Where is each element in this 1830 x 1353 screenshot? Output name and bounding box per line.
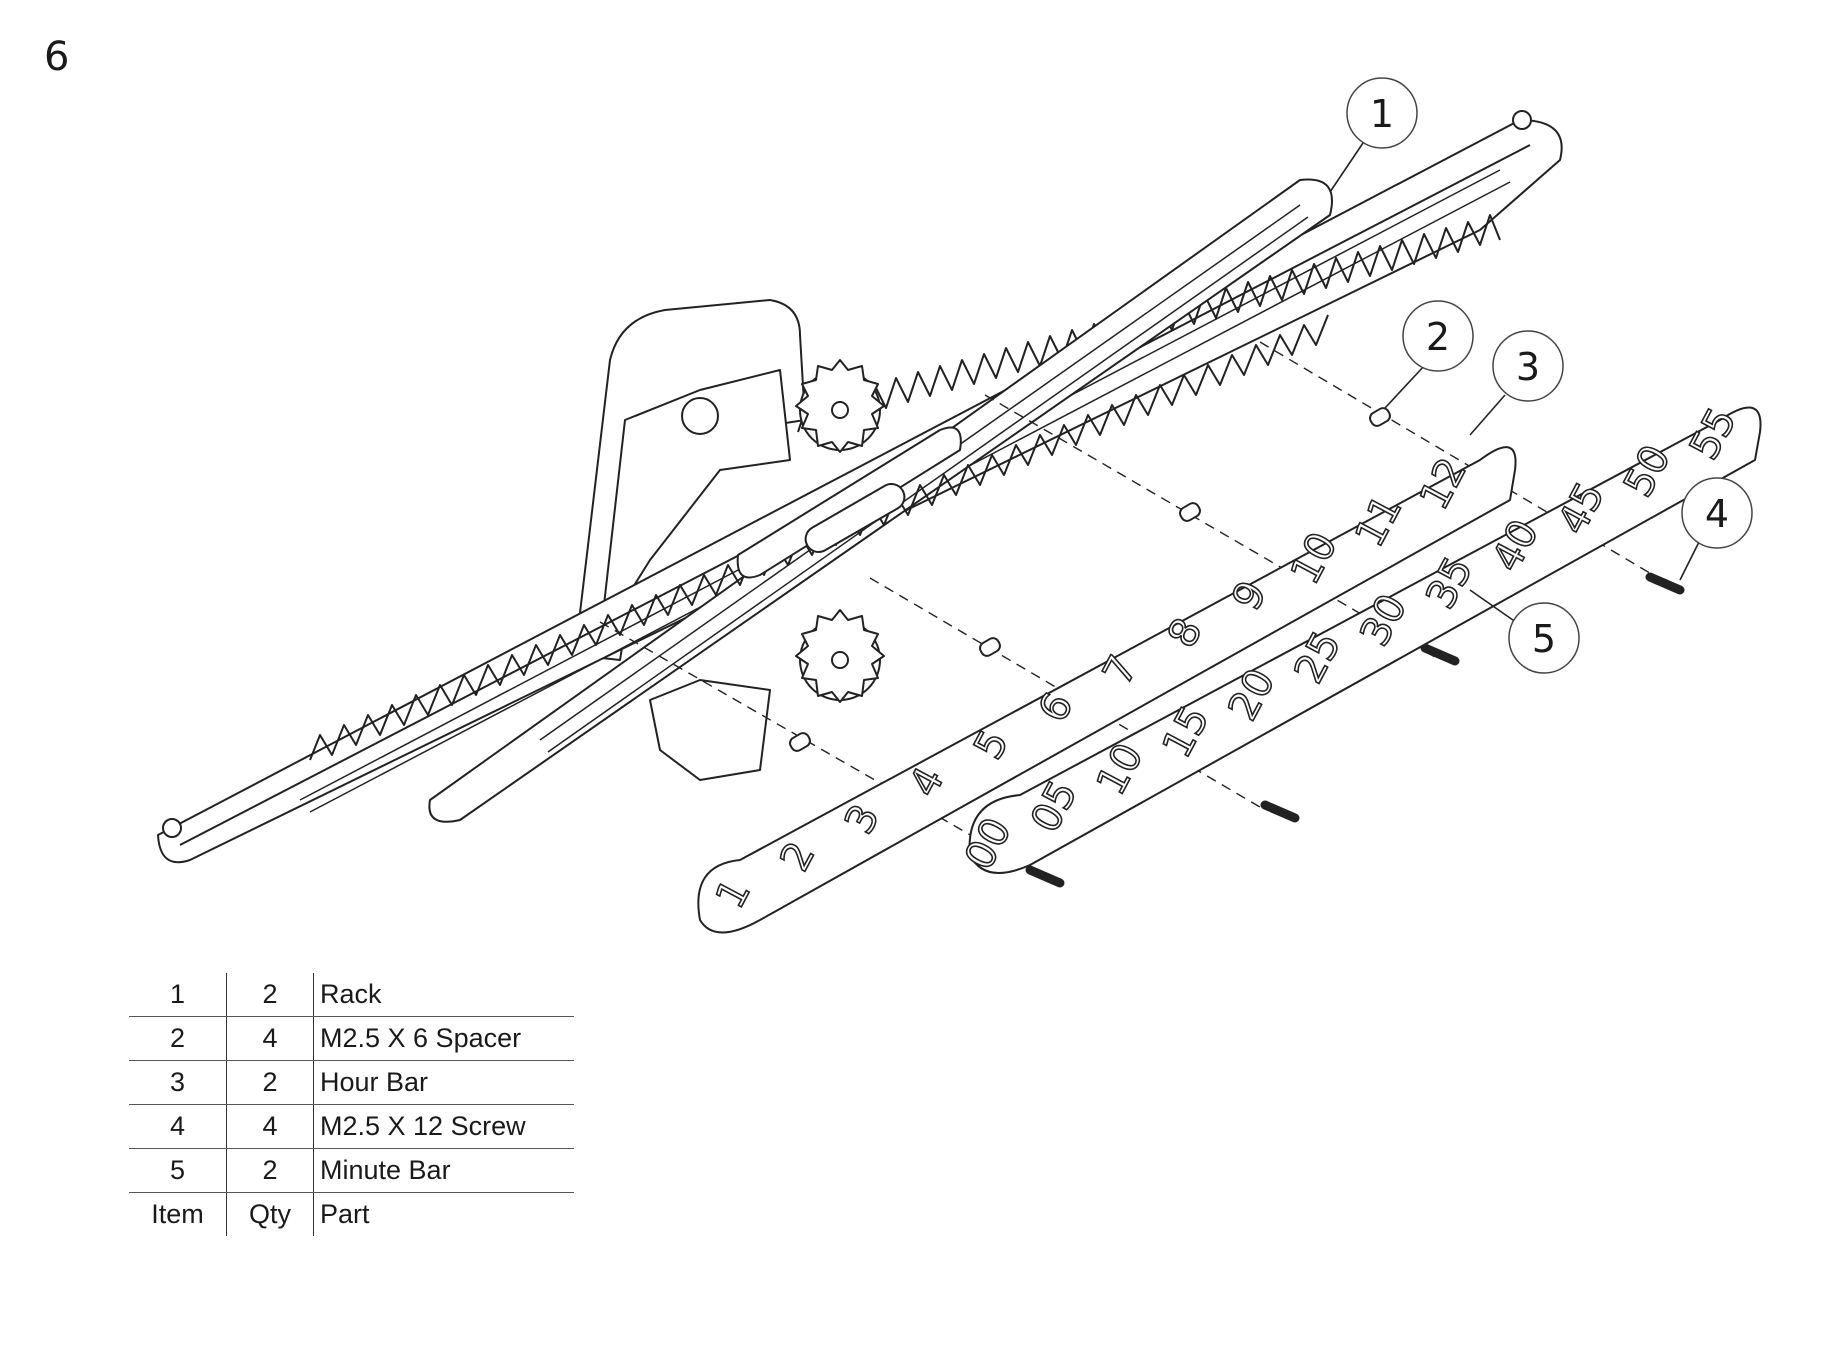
bom-cell-part: Minute Bar: [313, 1148, 574, 1193]
bom-cell-item: 5: [129, 1148, 227, 1193]
bom-cell-part: Hour Bar: [313, 1060, 574, 1105]
bom-cell-item: 1: [129, 973, 227, 1017]
gear-upper: [795, 359, 885, 453]
hour-bar: [697, 446, 1517, 934]
callout-label-2: 2: [1426, 315, 1450, 359]
bom-cell-qty: 2: [226, 1148, 314, 1193]
callout-circle-1: [1346, 77, 1418, 149]
step-number: 6: [44, 34, 70, 80]
spacers: [789, 407, 1391, 752]
rack-pin-left: [162, 818, 182, 838]
gear-lower: [795, 609, 885, 703]
callout-circle-5: [1508, 602, 1580, 674]
rack-pin-right: [1512, 110, 1532, 130]
callout-label-5: 5: [1532, 617, 1556, 661]
callout-label-1: 1: [1370, 92, 1394, 136]
bom-cell-part: Rack: [313, 973, 574, 1017]
bom-cell-part: Part: [320, 1199, 370, 1229]
bom-cell-qty: 2: [226, 1060, 314, 1105]
bom-cell-part: M2.5 X 6 Spacer: [313, 1016, 574, 1061]
bom-cell-item: 2: [129, 1016, 227, 1061]
leader-lines: [1329, 139, 1701, 626]
bom-cell-qty: Qty: [226, 1192, 314, 1236]
mechanism-lower-bracket: [649, 679, 771, 781]
callout-label-3: 3: [1516, 345, 1540, 389]
bom-cell-part: M2.5 X 12 Screw: [313, 1104, 574, 1149]
bom-cell-qty: 4: [226, 1016, 314, 1061]
bom-cell-item: Item: [129, 1192, 227, 1236]
link-plate: [736, 426, 962, 579]
shaft-hole-upper: [681, 397, 719, 435]
callout-circle-2: [1402, 300, 1474, 372]
bom-cell-qty: 4: [226, 1104, 314, 1149]
mechanism-frame: [599, 369, 791, 641]
minute-bar: [968, 406, 1762, 874]
link-slot: [804, 483, 906, 553]
screws: [1025, 572, 1685, 888]
bom-cell-item: 4: [129, 1104, 227, 1149]
bom-cell-qty: 2: [226, 973, 314, 1017]
callout-circle-4: [1681, 477, 1753, 549]
callout-label-4: 4: [1705, 492, 1729, 536]
callout-circle-3: [1492, 330, 1564, 402]
bom-cell-item: 3: [129, 1060, 227, 1105]
